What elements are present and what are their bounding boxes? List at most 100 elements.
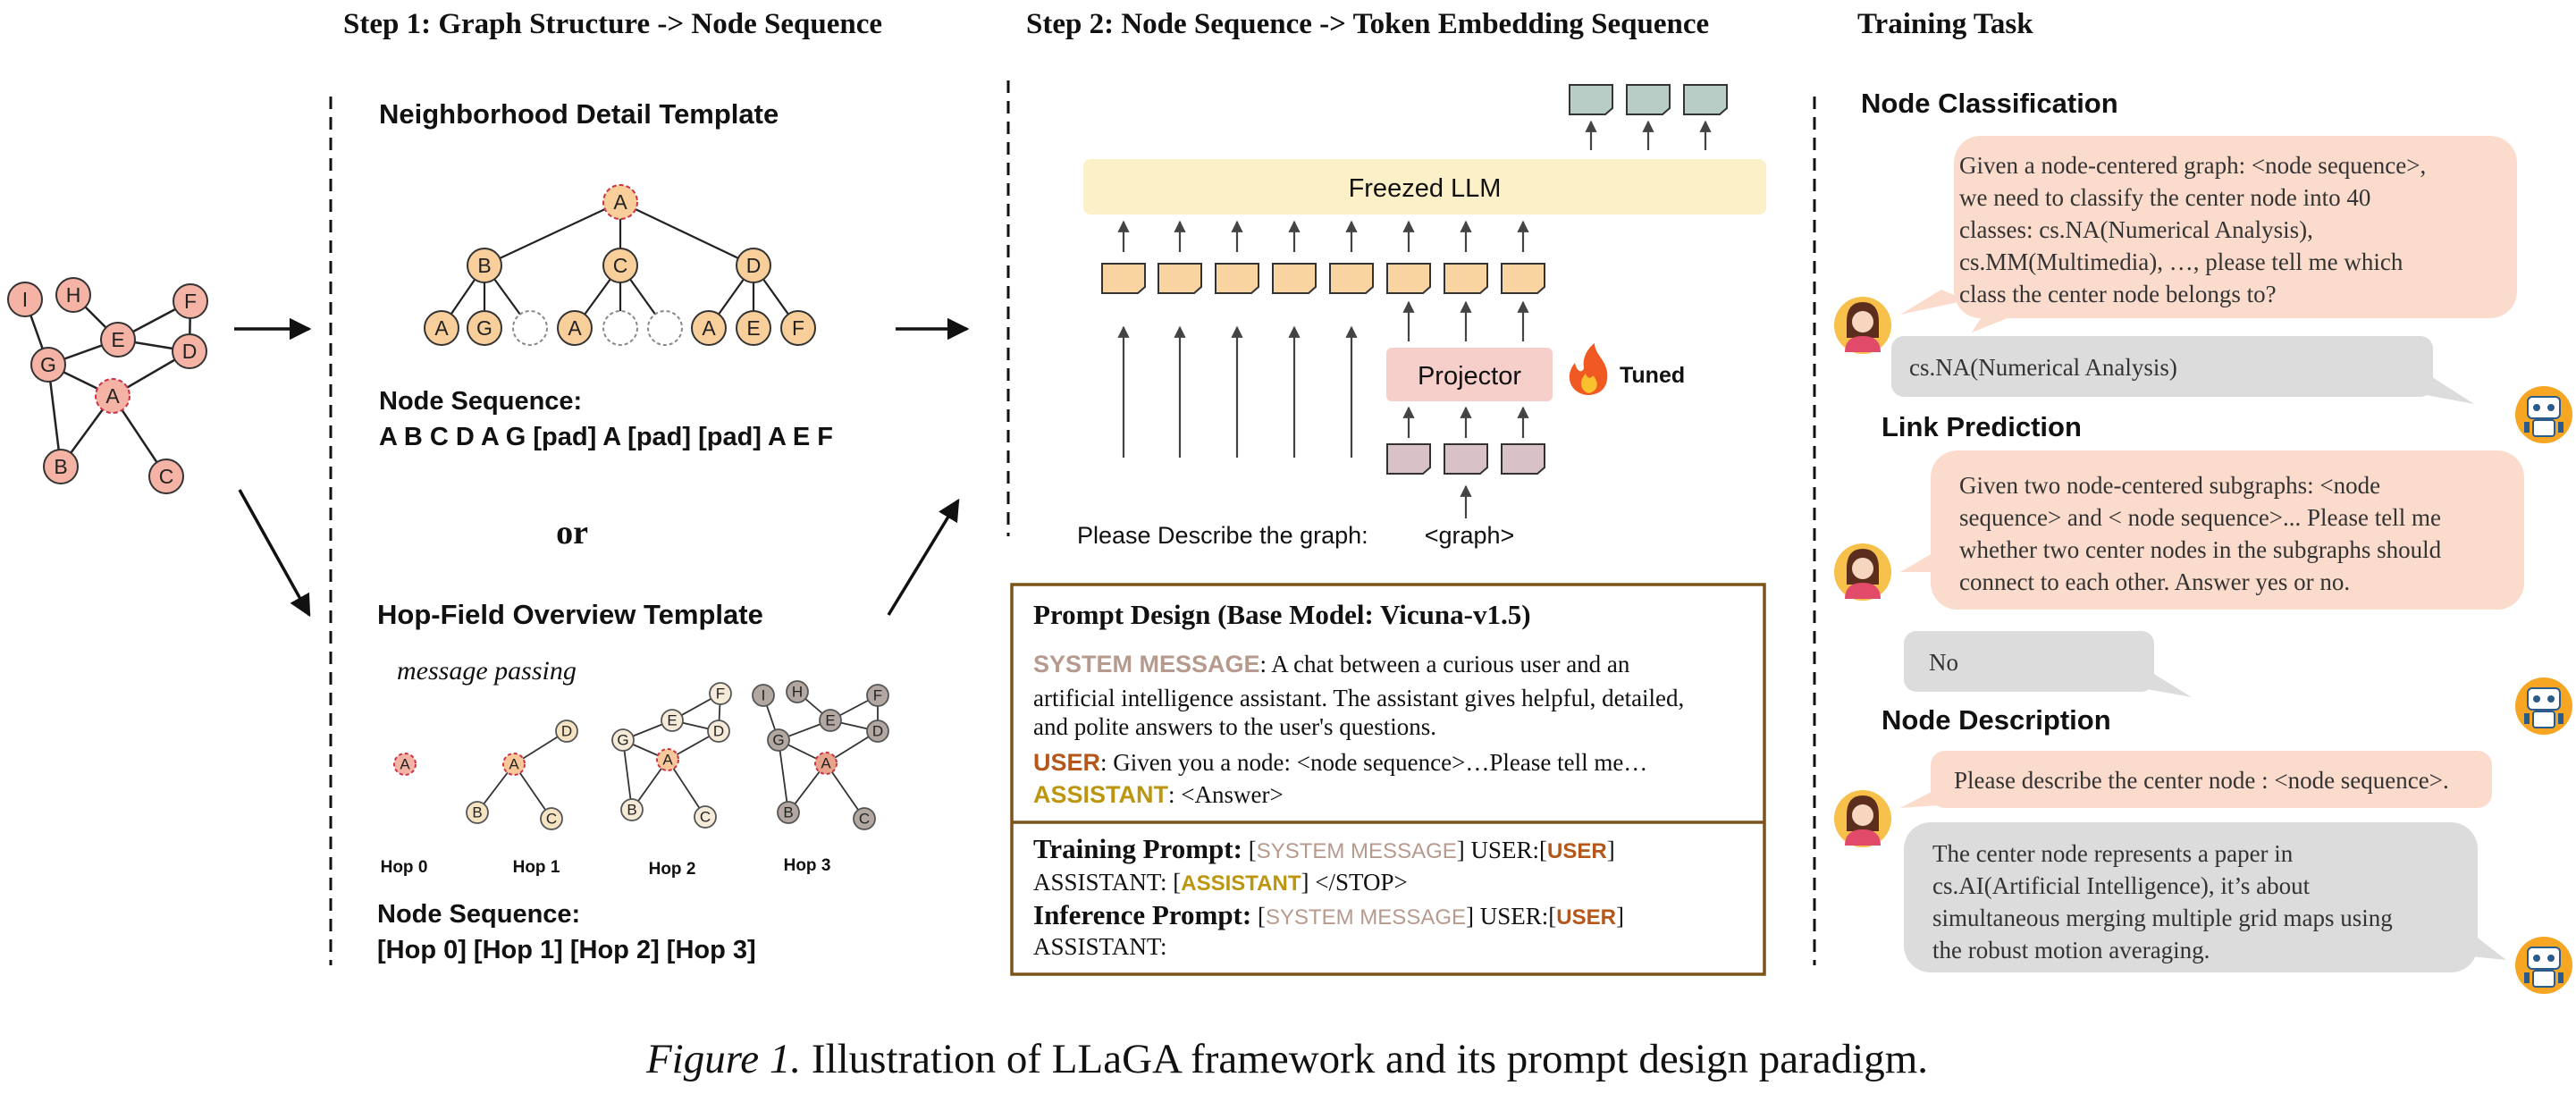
tree-node-root-a: A <box>602 184 638 220</box>
user-label: USER <box>1033 749 1100 776</box>
svg-text:E: E <box>825 712 835 729</box>
hop1-graph: D A B C <box>466 720 578 830</box>
user-avatar-icon <box>1834 297 1891 354</box>
nc-question-line-1: Given a node-centered graph: <node seque… <box>1959 152 2426 179</box>
input-node-i: I <box>7 282 43 317</box>
nd-answer-line-3: simultaneous merging multiple grid maps … <box>1932 905 2393 931</box>
svg-text:D: D <box>713 723 724 740</box>
projector-block: Projector <box>1386 348 1553 401</box>
svg-text:F: F <box>184 290 197 313</box>
tree-leaf-g: G <box>467 310 502 346</box>
hop3-graph: I H F G E D A B C <box>752 680 889 830</box>
node-description-title: Node Description <box>1881 704 2111 736</box>
input-graph: I H F G E D A B C <box>7 277 208 494</box>
svg-text:A: A <box>702 316 716 340</box>
user-prompt-text: : Given you a node: <node sequence>…Plea… <box>1100 749 1647 776</box>
input-node-f: F <box>173 283 208 319</box>
arrow-hopfield-to-step2 <box>887 498 960 616</box>
svg-text:F: F <box>792 316 804 340</box>
svg-text:E: E <box>667 712 677 729</box>
svg-text:B: B <box>477 254 491 277</box>
svg-text:B: B <box>783 804 793 821</box>
neighborhood-seq-label: Node Sequence: <box>379 387 582 416</box>
hop0-graph: A <box>393 753 417 776</box>
nd-answer-line-4: the robust motion averaging. <box>1932 937 2210 964</box>
bot-avatar-icon <box>2514 385 2573 444</box>
bot-avatar-icon <box>2514 677 2573 736</box>
inference-system-ref: SYSTEM MESSAGE <box>1266 905 1466 930</box>
describe-graph-text: Please Describe the graph: <box>1077 522 1368 549</box>
nd-answer-line-1: The center node represents a paper in <box>1932 840 2294 867</box>
input-node-d: D <box>172 333 207 369</box>
training-task-header: Training Task <box>1857 8 2033 40</box>
nc-question-line-3: classes: cs.NA(Numerical Analysis), <box>1959 216 2313 243</box>
tuned-label: Tuned <box>1620 363 1685 388</box>
nc-answer: cs.NA(Numerical Analysis) <box>1909 354 2177 381</box>
svg-text:E: E <box>746 316 760 340</box>
nd-answer-line-2: cs.AI(Artificial Intelligence), it’s abo… <box>1932 872 2311 899</box>
prompt-design-box: Prompt Design (Base Model: Vicuna-v1.5) … <box>1010 583 1766 976</box>
hop1-label: Hop 1 <box>513 858 560 877</box>
svg-text:ASSISTANT: [ASSISTANT] </STOP: ASSISTANT: [ASSISTANT] </STOP> <box>1033 869 1408 896</box>
svg-text:D: D <box>746 254 762 277</box>
svg-text:Training Prompt: [SYSTEM MESSA: Training Prompt: [SYSTEM MESSAGE] USER:[… <box>1033 833 1615 864</box>
neighborhood-tree: A B C D A G A A E F <box>424 184 816 346</box>
training-assistant-ref: ASSISTANT <box>1181 871 1301 896</box>
system-message-text-2: artificial intelligence assistant. The a… <box>1033 685 1684 711</box>
system-message-text-3: and polite answers to the user's questio… <box>1033 713 1436 740</box>
input-node-b: B <box>43 449 79 484</box>
lp-question-line-2: sequence> and < node sequence>... Please… <box>1959 504 2441 531</box>
svg-text:A: A <box>662 752 673 769</box>
freezed-llm-block: Freezed LLM <box>1083 159 1766 215</box>
system-message-text-1: : A chat between a curious user and an <box>1260 651 1630 677</box>
graph-tokens <box>1386 443 1545 475</box>
hop-seq: [Hop 0] [Hop 1] [Hop 2] [Hop 3] <box>377 936 756 964</box>
figure-caption-label: Figure 1. <box>645 1036 801 1082</box>
fire-icon <box>1569 343 1608 395</box>
hop2-label: Hop 2 <box>649 860 696 879</box>
assistant-label: ASSISTANT <box>1033 781 1169 808</box>
svg-text:D: D <box>182 340 198 363</box>
svg-text:G: G <box>617 732 628 749</box>
node-description-answer-bubble: The center node represents a paper in cs… <box>1904 822 2506 972</box>
svg-text:B: B <box>627 802 636 819</box>
svg-text:Inference Prompt: [SYSTEM MESS: Inference Prompt: [SYSTEM MESSAGE] USER:… <box>1033 899 1624 930</box>
svg-text:C: C <box>700 809 711 826</box>
svg-text:SYSTEM MESSAGE: A chat between: SYSTEM MESSAGE: A chat between a curious… <box>1033 651 1630 677</box>
svg-text:C: C <box>546 811 557 828</box>
user-avatar-icon <box>1834 790 1891 847</box>
tree-leaf-a2: A <box>557 310 593 346</box>
svg-text:F: F <box>873 687 882 704</box>
freezed-llm-label: Freezed LLM <box>1349 174 1502 203</box>
inference-assistant-text: ASSISTANT: <box>1033 933 1167 960</box>
input-node-e: E <box>100 322 136 358</box>
svg-text:G: G <box>772 732 784 749</box>
svg-text:H: H <box>792 684 803 701</box>
step2-header: Step 2: Node Sequence -> Token Embedding… <box>1026 8 1709 40</box>
lp-question-line-3: whether two center nodes in the subgraph… <box>1959 536 2442 563</box>
svg-text:A: A <box>509 756 519 773</box>
user-avatar-icon <box>1834 543 1891 601</box>
assistant-prompt-text: : <Answer> <box>1168 781 1284 808</box>
input-node-h: H <box>55 277 91 313</box>
link-prediction-question-bubble: Given two node-centered subgraphs: <node… <box>1900 450 2524 610</box>
node-classification-question-bubble: Given a node-centered graph: <node seque… <box>1900 136 2517 332</box>
hopfield-template-title: Hop-Field Overview Template <box>377 599 763 630</box>
tree-leaf-pad1 <box>512 310 548 346</box>
output-tokens <box>1569 84 1728 115</box>
svg-text:C: C <box>613 254 628 277</box>
svg-text:E: E <box>111 328 124 351</box>
svg-text:G: G <box>476 316 492 340</box>
svg-text:A: A <box>613 190 627 214</box>
figure-caption-text: Illustration of LLaGA framework and its … <box>812 1036 1928 1082</box>
svg-text:A: A <box>821 755 831 772</box>
link-prediction-answer-bubble: No <box>1904 631 2192 697</box>
bot-avatar-icon <box>2514 936 2573 995</box>
svg-text:G: G <box>40 353 56 376</box>
tree-node-b: B <box>467 248 502 283</box>
tree-leaf-pad3 <box>647 310 683 346</box>
svg-text:A: A <box>568 316 582 340</box>
lp-question-line-1: Given two node-centered subgraphs: <node <box>1959 472 2380 499</box>
node-description-question-bubble: Please describe the center node : <node … <box>1900 751 2492 808</box>
svg-text:A: A <box>400 756 410 773</box>
